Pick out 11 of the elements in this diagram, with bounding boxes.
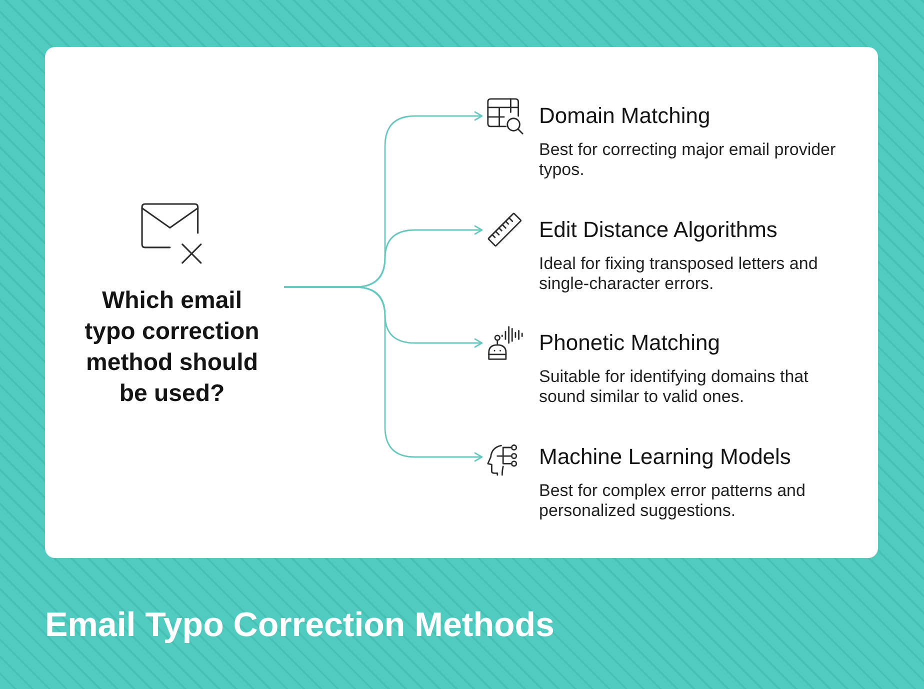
method-description: Best for correcting major email provider typos. [539, 140, 837, 180]
method-title: Phonetic Matching [539, 329, 721, 356]
method-description: Best for complex error patterns and personalized suggestions. [539, 481, 806, 521]
connector-arrow [284, 286, 483, 462]
method-title: Machine Learning Models [539, 443, 792, 470]
question-text: Which email typo correction method should be used? [84, 286, 260, 409]
method-title: Edit Distance Algorithms [539, 216, 778, 243]
page-title: Email Typo Correction Methods [45, 605, 554, 646]
method-description: Ideal for fixing transposed letters and single-character errors. [539, 254, 819, 294]
method-description: Suitable for identifying domains that sound similar to valid ones. [539, 367, 810, 407]
method-title: Domain Matching [539, 102, 712, 129]
